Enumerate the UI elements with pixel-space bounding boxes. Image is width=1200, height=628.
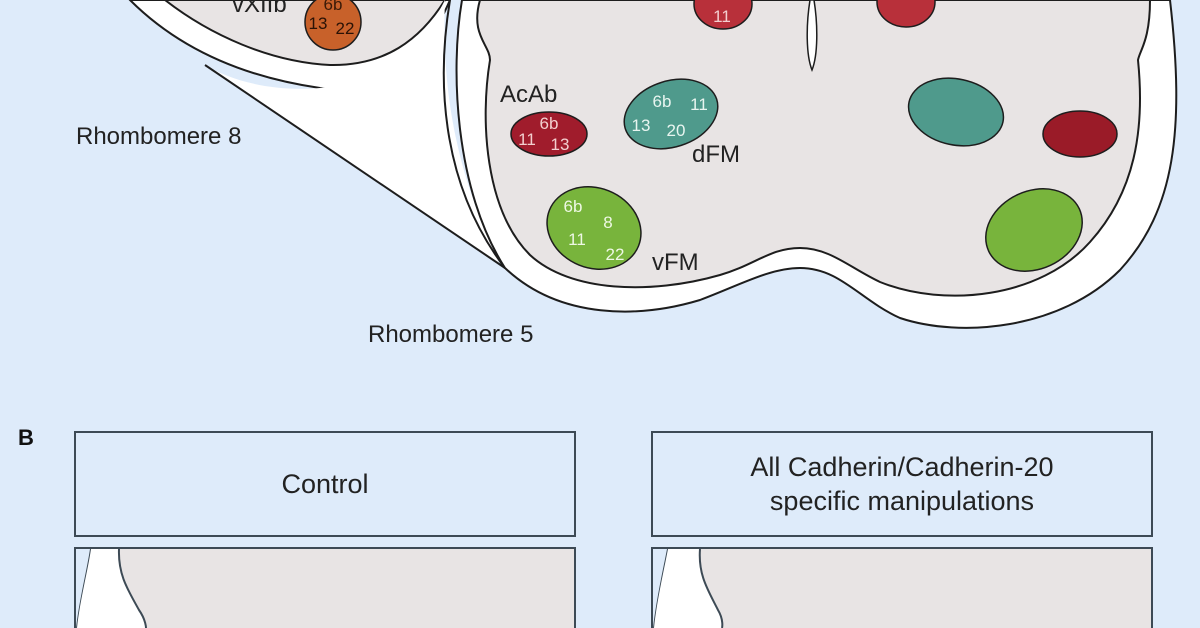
vfm-num-11: 11: [568, 230, 586, 249]
acab-num-11: 11: [518, 130, 536, 149]
control-title: Control: [281, 469, 369, 499]
vfm-num-22: 22: [606, 245, 625, 264]
dfm-num-20: 20: [667, 121, 686, 140]
manipulation-title-line2: specific manipulations: [769, 486, 1035, 516]
nucleus-vxiib: 6b 13 22: [304, 0, 362, 51]
label-dfm: dFM: [692, 141, 740, 168]
rhombomere-5-section: [455, 0, 1178, 329]
acab-num-13: 13: [551, 135, 570, 154]
midline-slit: [806, 0, 818, 73]
nucleus-top-right-red: [876, 0, 936, 28]
dfm-num-6b: 6b: [653, 92, 672, 111]
panel-letter-b: B: [18, 425, 34, 450]
manipulation-title: All Cadherin/Cadherin-20 specific manipu…: [750, 450, 1053, 518]
vxiib-num-13: 13: [309, 14, 328, 33]
acab-num-6b: 6b: [540, 114, 559, 133]
manipulation-title-line1: All Cadherin/Cadherin-20: [750, 452, 1054, 482]
manipulation-title-box: All Cadherin/Cadherin-20 specific manipu…: [651, 431, 1153, 537]
nucleus-top-left-red: 11: [693, 0, 753, 30]
nucleus-right-acab: [1042, 110, 1118, 158]
label-vfm: vFM: [652, 249, 699, 276]
label-rhombomere-5: Rhombomere 5: [368, 321, 533, 348]
label-acab: AcAb: [500, 81, 557, 108]
nucleus-right-dfm: [907, 77, 1005, 147]
label-rhombomere-8: Rhombomere 8: [76, 123, 241, 150]
vxiib-num-6b: 6b: [324, 0, 343, 14]
control-title-box: Control: [74, 431, 576, 537]
label-vxiib: vXIIb: [232, 0, 287, 18]
vfm-num-6b: 6b: [564, 197, 583, 216]
nucleus-dfm: 6b 11 13 20: [623, 78, 719, 150]
manipulation-tissue-panel: [651, 547, 1153, 628]
nucleus-acab: 6b 11 13: [510, 111, 588, 157]
dfm-num-11: 11: [690, 95, 708, 114]
control-tissue-panel: [74, 547, 576, 628]
nucleus-right-vfm: [985, 188, 1083, 272]
vxiib-num-22: 22: [336, 19, 355, 38]
top-red-num-11: 11: [713, 7, 731, 26]
vfm-num-8: 8: [603, 213, 612, 232]
dfm-num-13: 13: [632, 116, 651, 135]
section-connector: [204, 0, 506, 269]
nucleus-vfm: 6b 8 11 22: [546, 186, 642, 270]
nucleus-vxiib-shape: [304, 0, 362, 51]
